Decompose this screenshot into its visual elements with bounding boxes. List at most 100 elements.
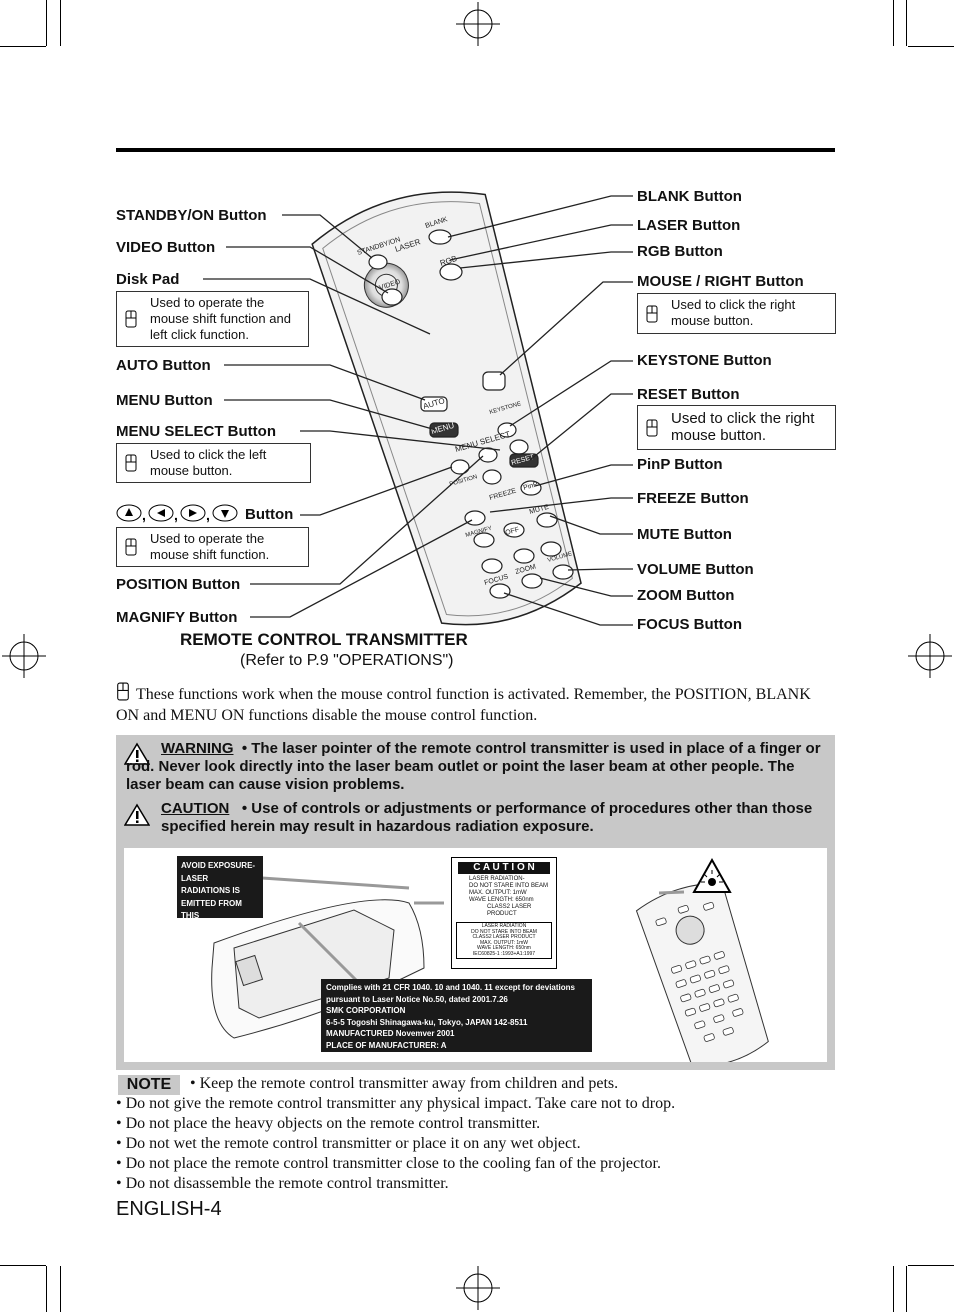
warning-label: WARNING [161,740,234,757]
reset-note: Used to click the right mouse button. [637,405,836,450]
magnify-button-label: MAGNIFY Button [116,609,238,626]
remote-buttons [368,229,574,599]
position-button-label: POSITION Button [116,576,241,593]
reset-button-label: RESET Button [637,386,740,403]
freeze-button-label: FREEZE Button [637,490,749,507]
focus-button-label: FOCUS Button [637,616,742,633]
aperture-line: APERTURE [181,923,226,933]
registration-mark-right [908,634,952,678]
standby-button-label: STANDBY/ON Button [116,207,267,224]
mouse-icon [646,419,658,436]
page-footer: ENGLISH-4 [116,1198,222,1220]
laser-hazard-icon [658,857,732,895]
menu-select-button-label: MENU SELECT Button [116,423,276,440]
caution-sticker-line: WAVE LENGTH: 650nm [469,897,534,903]
mouse-icon [125,538,137,556]
remote-back-view [211,899,425,1039]
caution-sticker-title: C A U T I O N [458,862,550,874]
caution-sticker-small-line: IEC60825-1 :1993+A1:1997 [472,950,536,957]
caution-sticker-line: DO NOT STARE INTO BEAM [469,883,549,889]
compliance-line: MANUFACTURED Novemver 2001 [326,1029,455,1038]
menu-select-note: Used to click the left mouse button. [116,443,311,483]
caution-body: • Use of controls or adjustments or perf… [161,800,813,835]
caution-sticker-line: LASER RADIATION- [469,876,525,882]
warning-text: WARNING • The laser pointer of the remot… [126,740,826,794]
mouse-right-button-label: MOUSE / RIGHT Button [637,273,804,290]
rgb-button-label: RGB Button [637,243,723,260]
blank-button-label: BLANK Button [637,188,742,205]
compliance-line: PLACE OF MANUFACTURER: A [326,1040,447,1050]
compliance-line: SMK CORPORATION [326,1006,406,1015]
aperture-line: AVOID EXPOSURE- [181,861,256,870]
compliance-line: pursuant to Laser Notice No.50, dated 20… [326,994,508,1004]
note-line: • Do not place the remote control transm… [116,1155,661,1172]
arrow-note: Used to operate the mouse shift function… [116,527,309,567]
warning-body: • The laser pointer of the remote contro… [126,740,821,793]
note-line: • Keep the remote control transmitter aw… [190,1075,619,1092]
caution-sticker-small-line: CLASS2 LASER PRODUCT [472,934,536,940]
caution-text: CAUTION • Use of controls or adjustments… [161,800,821,836]
caution-sticker-small-line: LASER RADIATION [481,923,527,929]
note-badge: NOTE [118,1075,180,1095]
menu-button-label: MENU Button [116,392,213,409]
svg-text:PinP: PinP [523,481,539,492]
disk-pad-note: Used to operate the mouse shift function… [116,291,309,347]
svg-text:,: , [174,507,178,523]
note-line: • Do not disassemble the remote control … [116,1175,449,1192]
caution-sticker-line: MAX. OUTPUT: 1mW [469,890,527,896]
registration-mark-left [2,634,46,678]
caution-sticker-small-line: MAX. OUTPUT: 1mW [479,939,529,946]
aperture-line: LASER RADIATIONS IS [181,873,240,896]
compliance-label: Complies with 21 CFR 1040. 10 and 1040. … [321,979,592,1052]
svg-text:,: , [142,507,146,523]
caution-label: CAUTION [161,800,230,817]
compliance-line: 6-5-5 Togoshi Shinagawa-ku, Tokyo, JAPAN… [326,1017,528,1027]
note-line: • Do not place the heavy objects on the … [116,1115,541,1132]
registration-mark-bottom [456,1266,500,1310]
laser-label-illustration [211,857,769,1062]
warning-icon [124,742,150,765]
remote-front-view [635,882,769,1062]
caution-sticker-small-line: WAVE LENGTH: 650nm [477,945,531,951]
registration-mark-top [456,2,500,46]
volume-button-label: VOLUME Button [637,561,754,578]
pinp-button-label: PinP Button [637,456,723,473]
leader-lines [203,195,633,626]
mouse-right-note: Used to click the right mouse button. [637,293,836,334]
caution-sticker-small-line: DO NOT STARE INTO BEAM [471,928,537,935]
reset-note-text: Used to click the right mouse button. [671,410,815,444]
caution-label-sticker: C A U T I O N LASER RADIATION- DO NOT ST… [451,857,557,969]
disk-pad-label: Disk Pad [116,271,180,288]
mute-button-label: MUTE Button [637,526,732,543]
note-line: • Do not wet the remote control transmit… [116,1135,581,1152]
caution-sticker-line: CLASS2 LASER PRODUCT [487,904,532,917]
disk-pad-note-text: Used to operate the mouse shift function… [150,295,291,342]
mouse-right-note-text: Used to click the right mouse button. [671,297,796,328]
mouse-icon [125,310,137,328]
svg-text:OFF: OFF [505,526,520,537]
zoom-button-label: ZOOM Button [637,587,735,604]
mouse-note-text: These functions work when the mouse cont… [116,686,811,724]
menu-select-note-text: Used to click the left mouse button. [150,447,267,478]
mouse-icon [125,454,137,472]
top-rule [116,148,835,152]
mouse-icon [646,305,658,322]
aperture-warning-label: AVOID EXPOSURE- LASER RADIATIONS IS EMIT… [177,856,263,933]
arrow-button-text: Button [245,506,294,523]
mouse-function-note: These functions work when the mouse cont… [116,682,836,726]
compliance-line: Complies with 21 CFR 1040. 10 and 1040. … [326,983,575,992]
note-line: • Do not give the remote control transmi… [116,1095,676,1112]
svg-text:,: , [206,507,210,523]
caution-icon [124,803,150,826]
auto-button-label: AUTO Button [116,357,211,374]
laser-button-label: LASER Button [637,217,741,234]
mouse-icon [117,682,129,701]
remote-diagram: STANDBY/ON LASER BLANK VIDEO RGB AUTO KE… [203,191,633,626]
figure-subtitle: (Refer to P.9 "OPERATIONS") [240,652,454,669]
arrow-icons: ,,, [116,504,238,523]
aperture-line: EMITTED FROM THIS [181,898,242,921]
keystone-button-label: KEYSTONE Button [637,352,772,369]
video-button-label: VIDEO Button [116,239,216,256]
arrow-note-text: Used to operate the mouse shift function… [150,531,270,562]
figure-title: REMOTE CONTROL TRANSMITTER [180,630,468,649]
